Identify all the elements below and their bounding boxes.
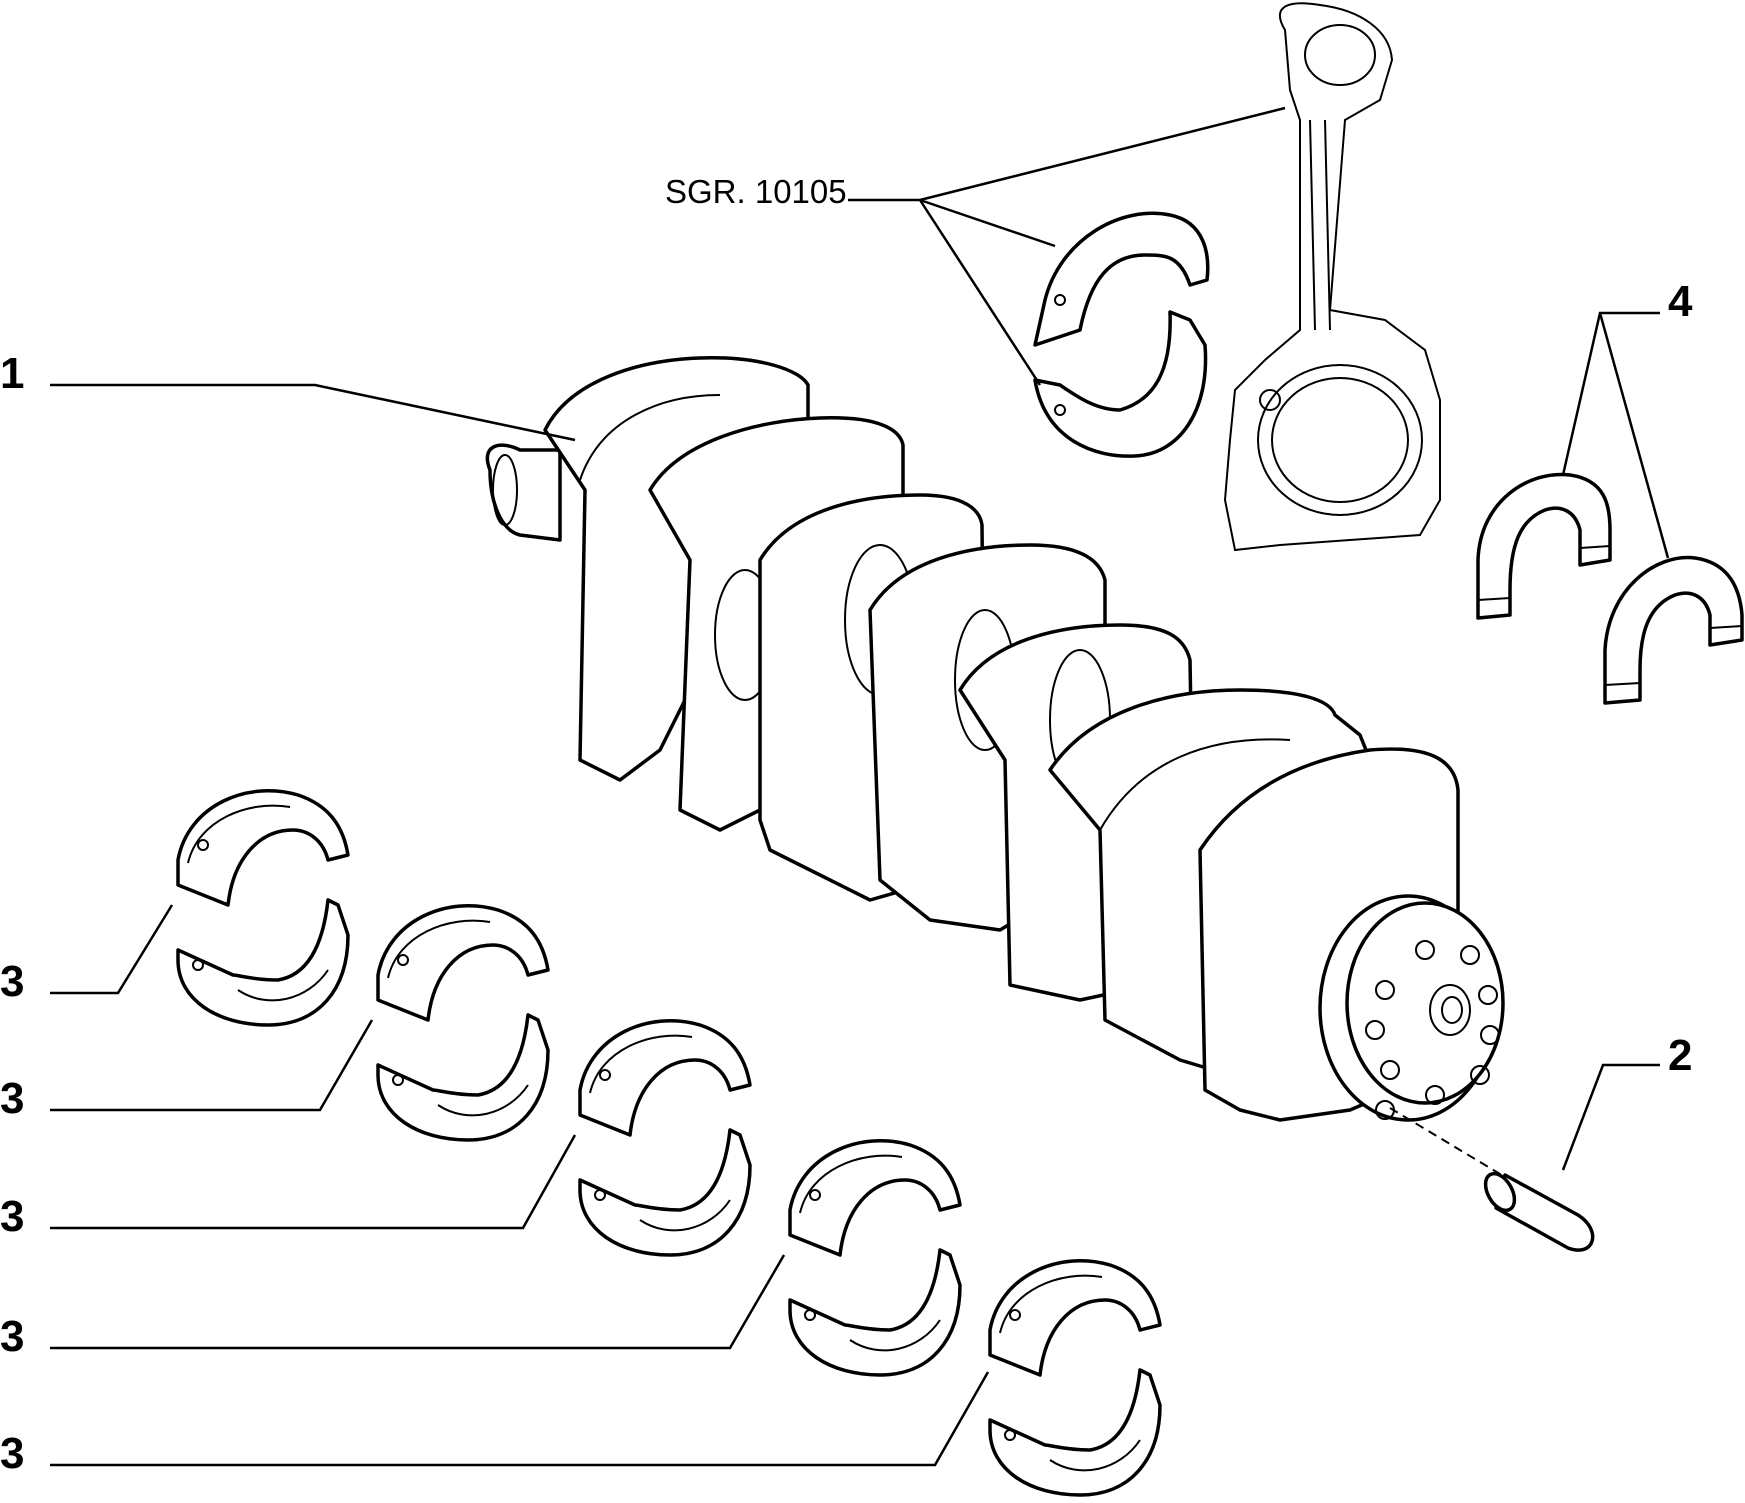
leader-lines bbox=[50, 106, 1670, 1467]
crankshaft bbox=[485, 356, 1511, 1181]
thrust-washers bbox=[1476, 472, 1744, 705]
callout-3-main-bearing: 3 bbox=[0, 1074, 24, 1123]
callout-3-main-bearing: 3 bbox=[0, 957, 24, 1006]
dowel-pin bbox=[1483, 1171, 1595, 1252]
callout-1-crankshaft: 1 bbox=[0, 349, 24, 398]
callout-2-pin: 2 bbox=[1668, 1031, 1692, 1080]
callout-3-main-bearing: 3 bbox=[0, 1192, 24, 1241]
callout-4-thrust-washer: 4 bbox=[1668, 277, 1693, 326]
callout-3-main-bearing: 3 bbox=[0, 1429, 24, 1478]
conrod-bearing-shells bbox=[1033, 211, 1210, 458]
callout-3-main-bearing: 3 bbox=[0, 1312, 24, 1361]
connecting-rod bbox=[1223, 2, 1441, 552]
reference-label: SGR. 10105 bbox=[665, 173, 847, 210]
